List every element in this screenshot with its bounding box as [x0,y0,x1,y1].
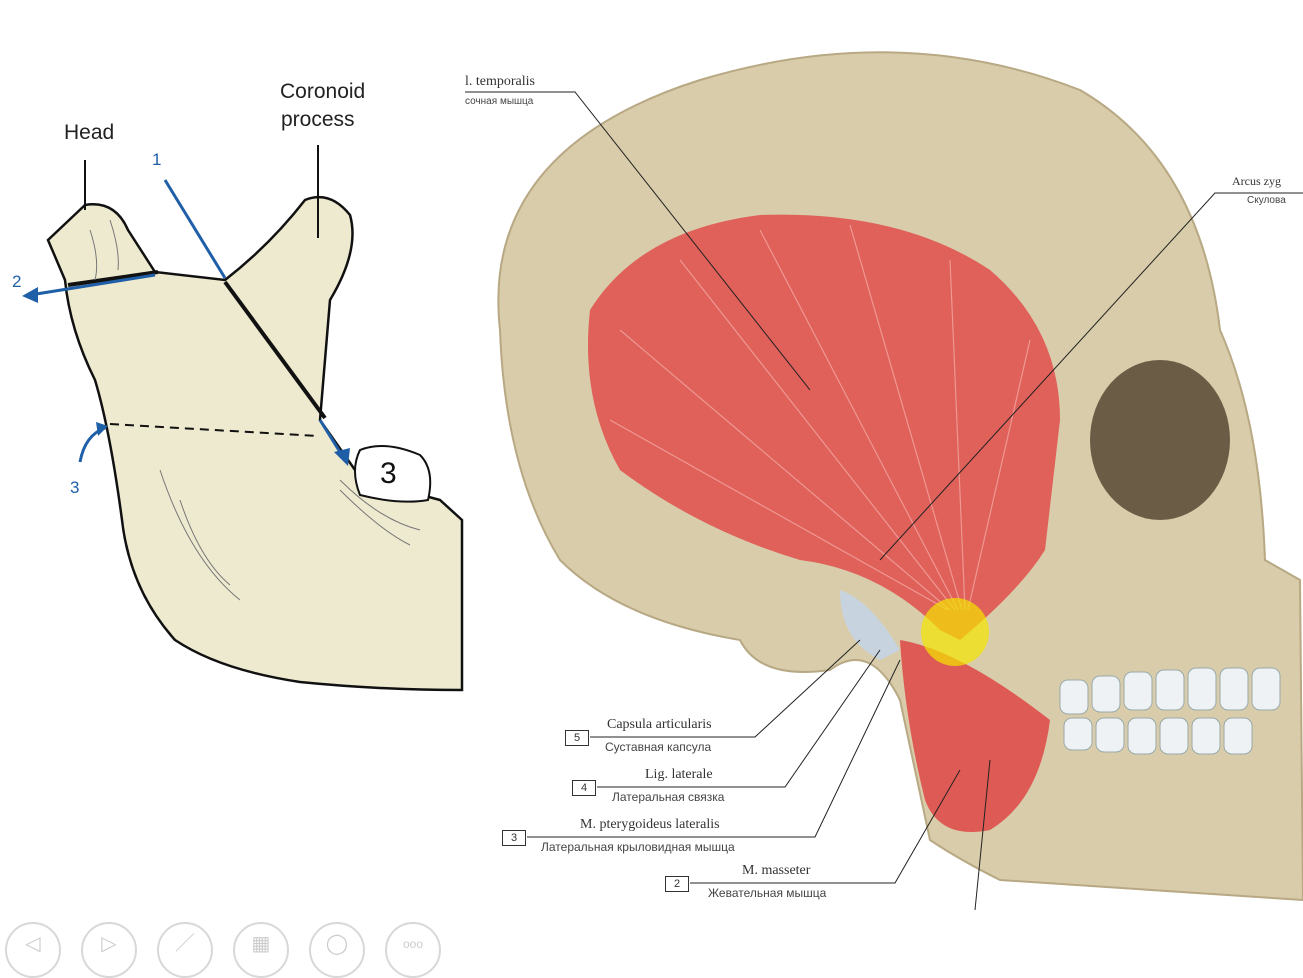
label-arcus-latin: Arcus zyg [1232,174,1281,188]
label-pterygoideus-russian: Латеральная крыловидная мышца [541,840,735,854]
mandible-diagram [22,145,464,692]
label-masseter-latin: M. masseter [742,863,811,878]
zoom-button[interactable]: ◯ [309,922,365,978]
label-lig-russian: Латеральная связка [612,790,725,804]
label-pterygoideus-latin: M. pterygoideus lateralis [580,817,720,832]
previous-slide-button[interactable]: ◁ [5,922,61,978]
slides-grid-icon: ▦ [251,933,271,955]
label-temporalis-latin: l. temporalis [465,74,535,89]
pen-button[interactable]: ／ [157,922,213,978]
label-head: Head [64,121,115,144]
pen-icon: ／ [175,933,195,955]
arrow-number-3: 3 [70,478,80,497]
label-coronoid: Coronoid [280,80,366,103]
slide-illustrations [22,51,1303,911]
magnifier-icon: ◯ [325,933,349,955]
slides-view-button[interactable]: ▦ [233,922,289,978]
label-capsula-russian: Суставная капсула [605,740,712,754]
arrow-right-icon: ▷ [101,933,117,955]
label-temporalis-russian: сочная мышца [465,96,534,107]
arrow-left-icon: ◁ [25,933,41,955]
label-arcus-russian: Скулова [1247,195,1286,206]
arrow-number-1: 1 [152,150,162,169]
tooth-number: 3 [380,457,397,490]
arrow-number-2: 2 [12,272,22,291]
label-capsula-latin: Capsula articularis [607,717,712,732]
label-masseter-russian: Жевательная мышца [708,886,827,900]
more-options-button[interactable]: ooo [385,922,441,978]
more-icon: ooo [402,937,424,951]
label-process: process [281,108,355,131]
label-number-5: 5 [565,730,589,746]
label-number-3: 3 [502,830,526,846]
label-number-2: 2 [665,876,689,892]
laser-pointer-highlight [921,598,989,666]
next-slide-button[interactable]: ▷ [81,922,137,978]
skull-diagram [465,51,1303,911]
label-number-4: 4 [572,780,596,796]
label-lig-latin: Lig. laterale [645,767,713,782]
